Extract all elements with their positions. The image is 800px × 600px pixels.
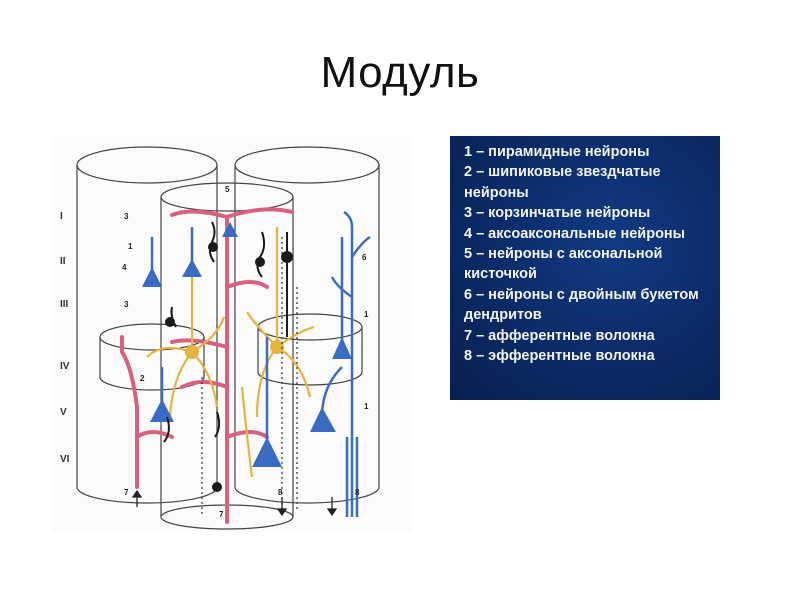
legend-item-7: 7 – афферентные волокна [464, 327, 655, 344]
layer-label-ii: II [60, 256, 66, 267]
num-1-mid: 1 [364, 310, 369, 319]
layer-label-vi: VI [60, 454, 70, 465]
slide-title: Модуль [320, 48, 480, 97]
module-illustration: I II III IV V VI 5 3 1 4 3 2 6 1 1 7 7 8… [60, 146, 380, 530]
num-1-low: 1 [364, 402, 369, 411]
num-6: 6 [362, 253, 367, 262]
num-4: 4 [122, 263, 127, 272]
num-2: 2 [140, 374, 145, 383]
legend-panel: 1 – пирамидные нейроны 2 – шипиковые зве… [450, 136, 720, 400]
legend-item-4: 4 – аксоаксональные нейроны [464, 225, 686, 242]
num-8-mid: 8 [278, 488, 283, 497]
legend-item-8: 8 – эфферентные волокна [464, 348, 655, 365]
afferent-fibers [120, 207, 294, 524]
num-5: 5 [225, 185, 230, 194]
legend-item-2: 2 – шипиковые звездчатые нейроны [464, 164, 661, 201]
blue-somata [142, 222, 352, 467]
num-7-left: 7 [124, 488, 129, 497]
num-8-right: 8 [355, 488, 360, 497]
fiber-arrows [131, 489, 338, 517]
layer-label-i: I [60, 211, 63, 222]
legend-item-5: 5 – нейроны с аксональной кисточкой [464, 246, 663, 283]
number-labels: 5 3 1 4 3 2 6 1 1 7 7 8 8 [122, 185, 369, 519]
legend-item-3: 3 – корзинчатые нейроны [464, 205, 651, 222]
num-3-top: 3 [124, 212, 129, 221]
layer-label-iv: IV [60, 361, 70, 372]
yellow-stellate-neurons [146, 227, 315, 478]
layer-labels: I II III IV V VI [60, 211, 70, 465]
num-7-bottom: 7 [219, 510, 224, 519]
cortical-module-diagram: I II III IV V VI 5 3 1 4 3 2 6 1 1 7 7 8… [52, 137, 412, 532]
yellow-somata [185, 340, 284, 359]
dotted-axons [201, 237, 298, 517]
num-1-top: 1 [128, 242, 133, 251]
layer-label-iii: III [60, 299, 69, 310]
num-3-mid: 3 [124, 300, 129, 309]
legend-item-6: 6 – нейроны с двойным букетом дендритов [464, 286, 699, 324]
legend-item-1: 1 – пирамидные нейроны [464, 144, 650, 160]
layer-label-v: V [60, 407, 67, 418]
black-somata [165, 242, 293, 492]
